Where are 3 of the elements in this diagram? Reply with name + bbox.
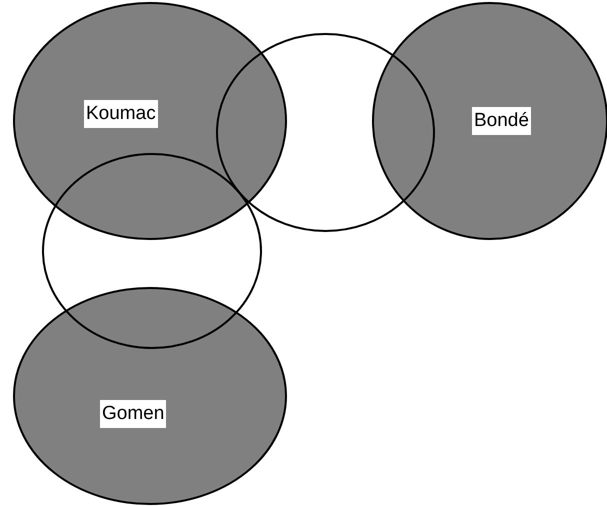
place-label: Koumac bbox=[84, 100, 158, 128]
place-label: Bondé bbox=[472, 107, 531, 135]
place-label: Gomen bbox=[100, 400, 166, 428]
